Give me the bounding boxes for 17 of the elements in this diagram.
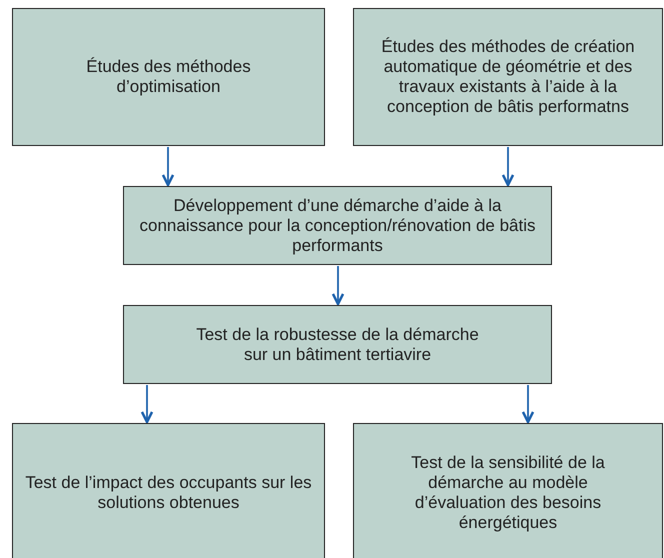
box-text: Études des méthodes de création automatique de géométrie et des travaux existants à l’aide à la conception de bâtis performatns <box>380 37 636 117</box>
box-text: Développement d’une démarche d’aide à la connaissance pour la conception/rénovation de bâtis performants <box>138 196 536 256</box>
arrow <box>502 147 514 186</box>
arrow <box>522 385 534 424</box>
process-box <box>12 8 325 146</box>
arrow <box>332 266 344 306</box>
process-box <box>353 8 663 146</box>
box-text: Test de l’impact des occupants sur les solutions obtenues <box>24 473 313 513</box>
process-box <box>12 423 325 558</box>
box-text: Études des méthodes d’optimisation <box>85 57 252 97</box>
process-box <box>123 305 552 384</box>
box-text: Test de la robustesse de la démarche sur un bâtiment tertiavire <box>195 324 480 364</box>
process-box <box>123 186 552 265</box>
box-text: Test de la sensibilité de la démarche au modèle d’évaluation des besoins énergétiques <box>410 453 606 533</box>
process-box <box>353 423 663 558</box>
arrow <box>140 385 154 424</box>
arrow <box>162 147 174 186</box>
